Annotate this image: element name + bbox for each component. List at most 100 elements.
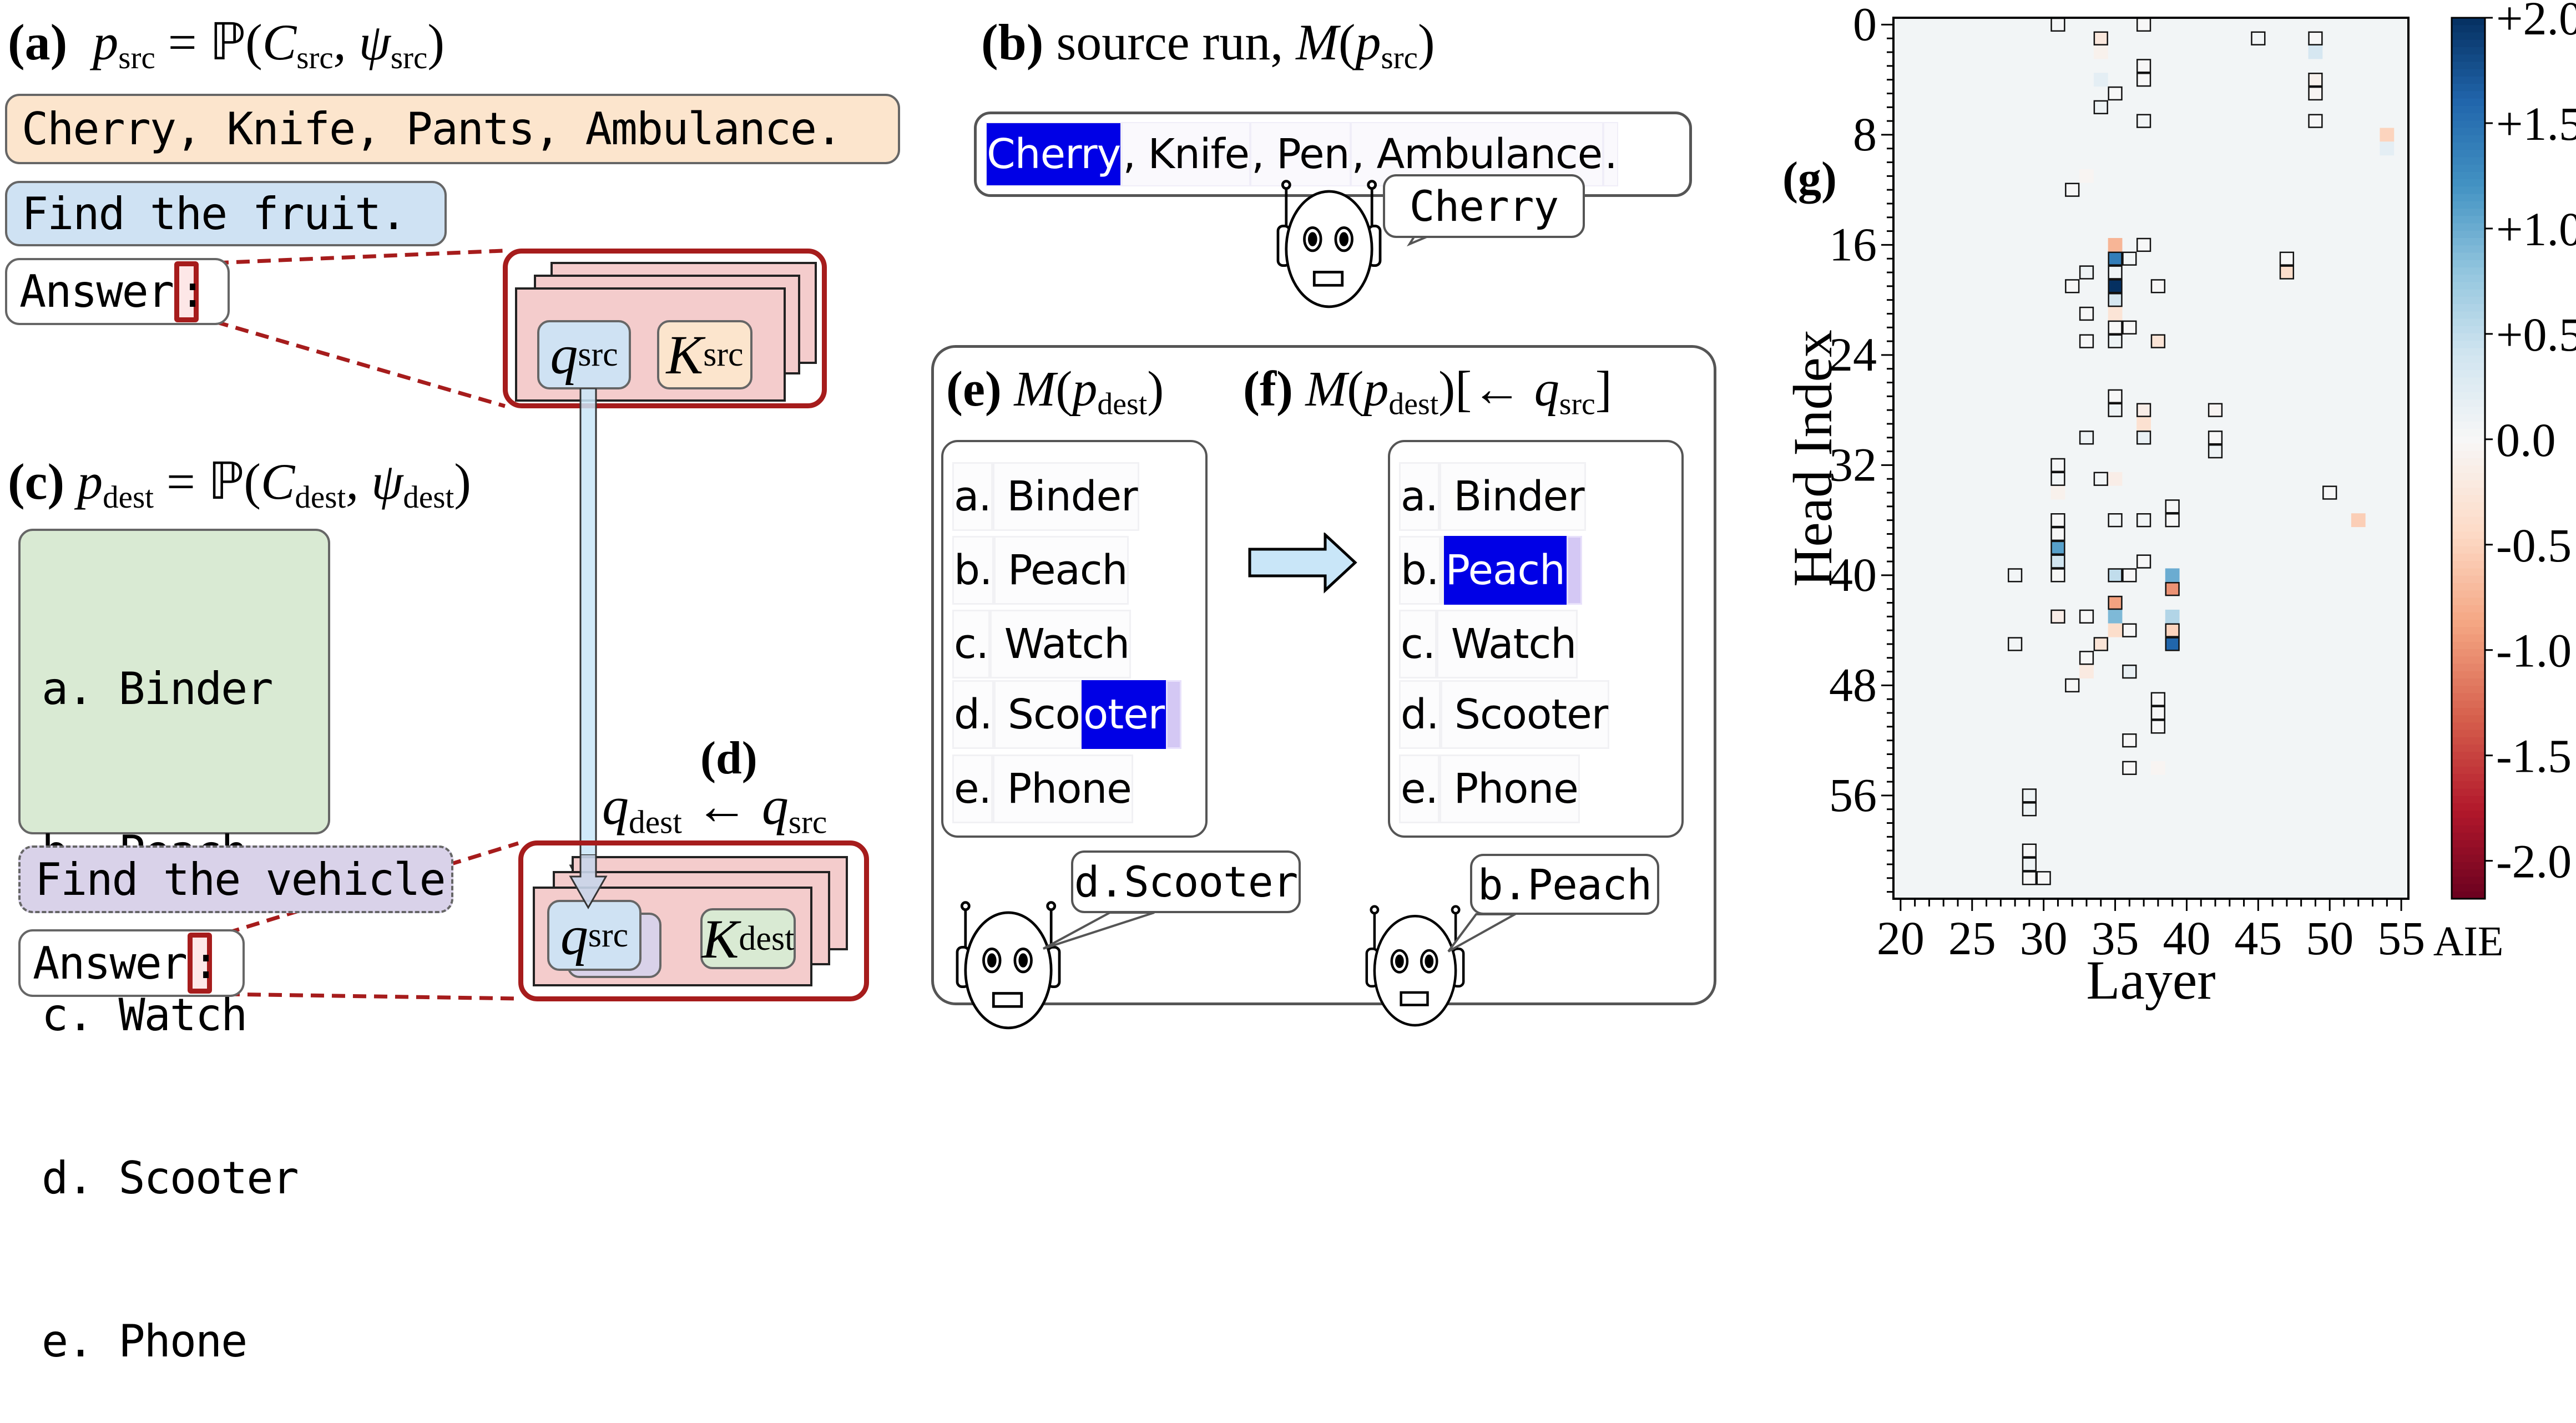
highlight-box <box>2150 706 2166 720</box>
highlight-box <box>2122 320 2137 335</box>
colorbar-segment <box>2452 84 2485 92</box>
highlight-box <box>2108 86 2123 101</box>
colorbar-segment <box>2452 465 2485 474</box>
highlight-box <box>2165 637 2180 651</box>
model-output-text: d.Scooter <box>1074 857 1299 907</box>
heatmap-cell <box>2108 251 2123 266</box>
colorbar-segment <box>2452 811 2485 819</box>
heatmap-cell <box>2022 802 2037 817</box>
math-symbol: C <box>262 14 297 70</box>
x-tick-label: 50 <box>2306 911 2353 965</box>
highlight-box <box>2165 513 2180 528</box>
math-subscript: src <box>578 336 618 373</box>
zoom-line <box>215 249 503 265</box>
token-highlighted: oter <box>1081 680 1166 749</box>
option-word-token <box>1440 536 1444 605</box>
colorbar-tick-label: -1.5 <box>2496 730 2572 783</box>
math-subscript: src <box>1381 40 1418 75</box>
math-subscript: dest <box>629 803 682 840</box>
token: , Knife <box>1122 122 1251 186</box>
highlight-box <box>2050 526 2065 541</box>
highlight-box <box>2036 871 2051 885</box>
heatmap-cell <box>2093 472 2108 486</box>
heatmap-cell <box>2151 720 2165 734</box>
colorbar-segment <box>2452 671 2485 679</box>
highlight-box <box>2093 100 2108 114</box>
colorbar-segment <box>2452 333 2485 342</box>
colorbar-segment <box>2452 612 2485 621</box>
colorbar-segment <box>2452 686 2485 694</box>
highlight-box <box>2108 568 2123 583</box>
heatmap-cell <box>2380 128 2395 142</box>
colorbar-segment <box>2452 209 2485 217</box>
math-text: ) <box>1417 14 1435 70</box>
answer-token-highlight: : <box>187 933 219 994</box>
panel-c-title: (c) pdest = ℙ(Cdest, ψdest) <box>8 456 471 513</box>
heatmap-cell <box>2108 609 2123 624</box>
highlight-box <box>2150 720 2166 734</box>
option-item: d. Scooter <box>42 1152 299 1204</box>
heatmap-cell <box>2122 251 2137 266</box>
highlight-box <box>2108 320 2123 335</box>
highlight-box <box>2136 431 2151 445</box>
colorbar-segment <box>2452 318 2485 327</box>
colorbar-segment <box>2452 47 2485 55</box>
colorbar-segment <box>2452 531 2485 540</box>
colorbar-segment <box>2452 774 2485 782</box>
math-symbol: p <box>77 453 103 510</box>
heatmap-cell <box>2108 568 2123 583</box>
math-symbol: q <box>602 776 629 835</box>
colorbar-segment <box>2452 634 2485 642</box>
colorbar-segment <box>2452 377 2485 386</box>
colorbar-tick-label: -0.5 <box>2496 519 2572 572</box>
colorbar-segment <box>2452 509 2485 518</box>
colorbar-segment <box>2452 98 2485 107</box>
colorbar-segment <box>2452 700 2485 708</box>
math-subscript: src <box>588 916 629 954</box>
heatmap-cell <box>2151 334 2165 348</box>
heatmap-cell <box>2108 293 2123 307</box>
colorbar-segment <box>2452 693 2485 701</box>
math-symbol: q <box>560 904 588 966</box>
option-letter-token: d. <box>952 680 994 749</box>
patch-formula: qdest ← qsrc <box>602 779 827 839</box>
colorbar-tick-label: -1.0 <box>2496 624 2572 677</box>
math-subscript: dest <box>103 479 154 515</box>
colorbar-segment <box>2452 737 2485 746</box>
colorbar-segment <box>2452 862 2485 870</box>
colorbar-tick-label: +2.0 <box>2496 0 2576 45</box>
x-tick-label: 40 <box>2163 911 2210 965</box>
option-letter-token: e. <box>1399 754 1440 823</box>
panel-label: (a) <box>8 14 68 70</box>
colorbar-segment <box>2452 392 2485 401</box>
heatmap-cell <box>2136 18 2151 32</box>
colorbar-tick-label: +0.5 <box>2496 308 2576 361</box>
colorbar-segment <box>2452 480 2485 488</box>
colorbar-segment <box>2452 707 2485 716</box>
highlight-box <box>2165 623 2180 637</box>
heatmap-cell <box>2108 623 2123 637</box>
math-symbol: K <box>666 324 704 386</box>
heatmap-cell <box>2122 733 2137 748</box>
panel-a-title: (a) psrc = ℙ(Csrc, ψsrc) <box>8 17 445 74</box>
y-tick-label: 16 <box>1829 217 1877 271</box>
heatmap-cell <box>2122 623 2137 637</box>
math-text: ← <box>681 776 762 835</box>
highlight-box <box>2108 265 2123 280</box>
option-word-token: Phone <box>1439 754 1580 823</box>
colorbar-segment <box>2452 348 2485 356</box>
colorbar-tick-label: +1.5 <box>2496 97 2576 150</box>
instruction-text: Find the fruit. <box>22 188 407 240</box>
highlight-box <box>2136 237 2151 252</box>
option-letter-token: a. <box>1399 462 1439 531</box>
panel-g-label: (g) <box>1782 155 1837 202</box>
math-symbol: M <box>1014 362 1056 417</box>
colorbar-segment <box>2452 620 2485 628</box>
option-word-token: Watch <box>1437 610 1578 678</box>
heatmap-cell <box>2165 609 2180 624</box>
heatmap-cell <box>2050 527 2065 541</box>
heatmap-cell <box>2136 513 2151 528</box>
heatmap-cell <box>2136 417 2151 431</box>
